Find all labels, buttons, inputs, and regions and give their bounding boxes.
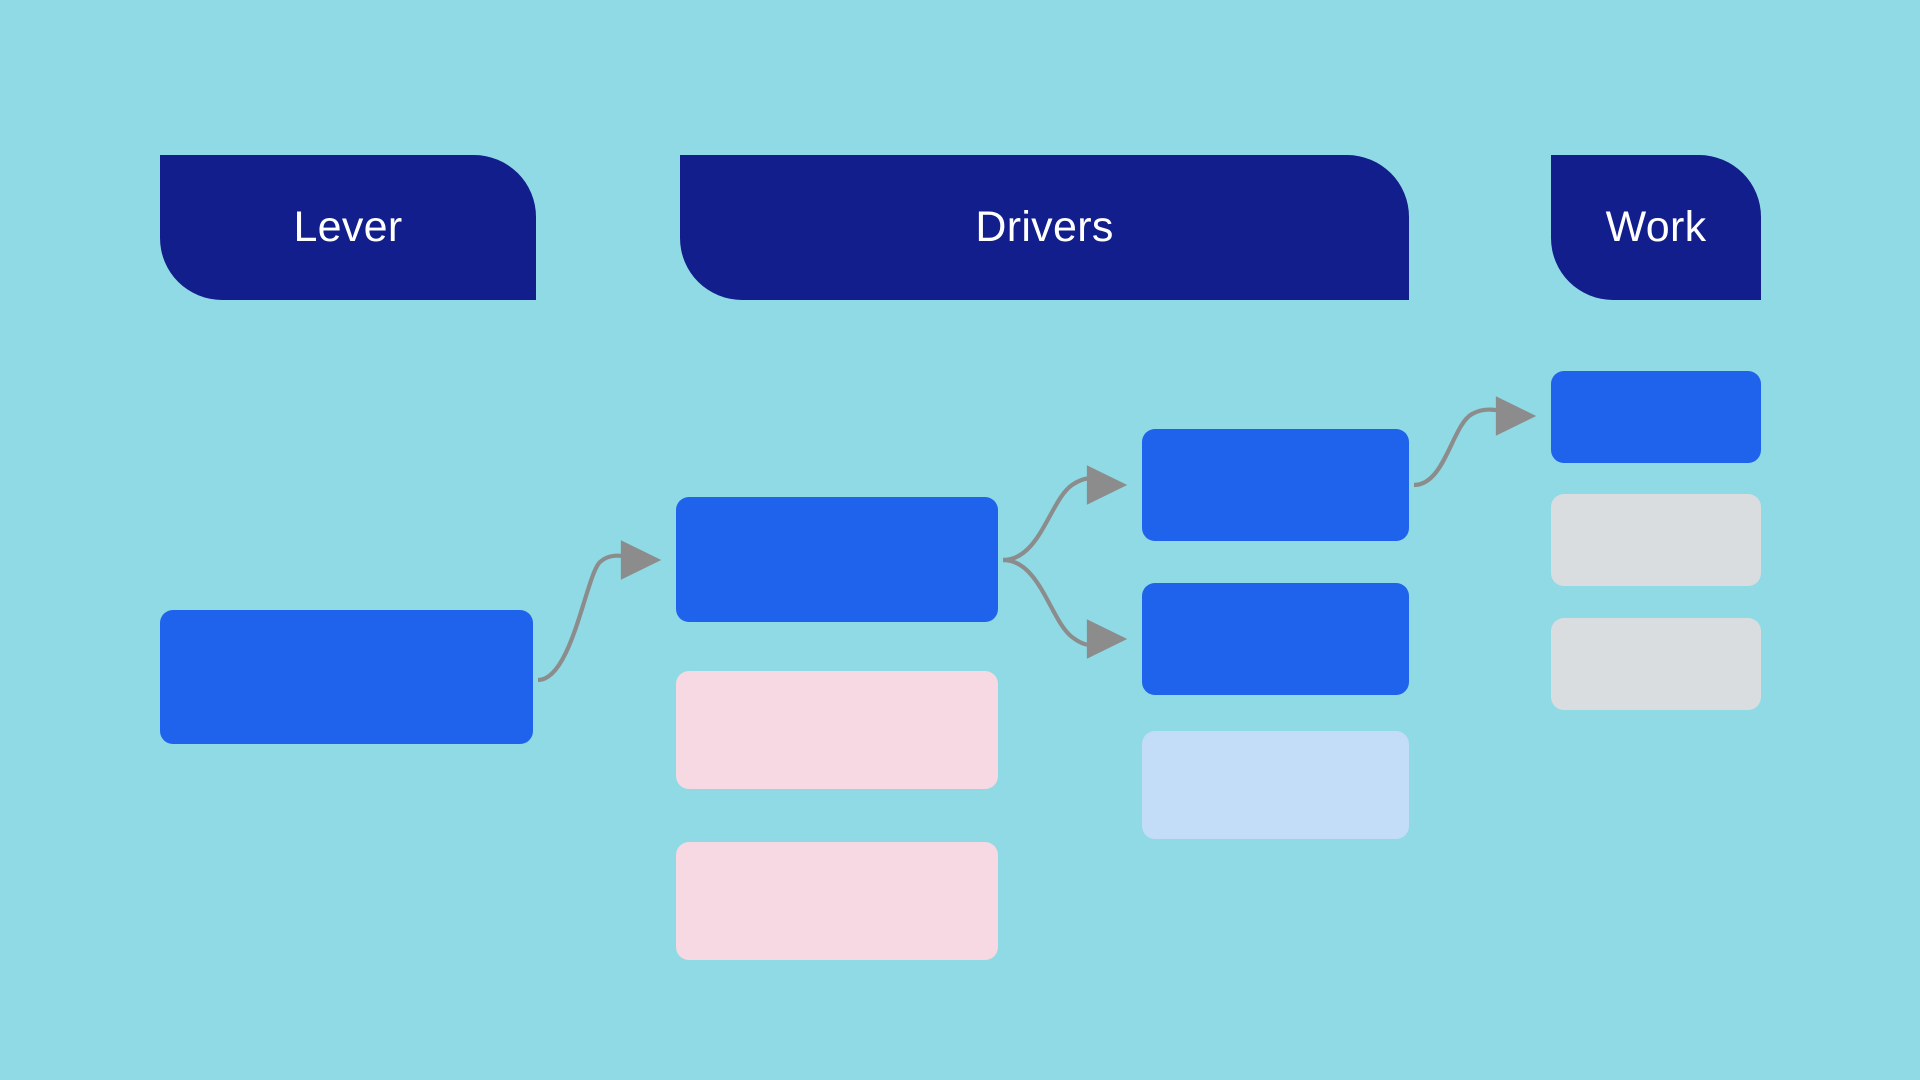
connector-driver1-to-driver4 [1002, 465, 1128, 563]
node-work-1[interactable] [1551, 371, 1761, 463]
node-lever-1[interactable] [160, 610, 533, 744]
column-header-lever[interactable]: Lever [160, 155, 536, 300]
node-work-2[interactable] [1551, 494, 1761, 586]
column-header-drivers[interactable]: Drivers [680, 155, 1409, 300]
connector-driver4-to-work1 [1413, 396, 1537, 488]
node-driver-4[interactable] [1142, 429, 1409, 541]
column-header-work[interactable]: Work [1551, 155, 1761, 300]
connector-lever1-to-driver1 [537, 540, 662, 683]
node-driver-1[interactable] [676, 497, 998, 622]
node-driver-5[interactable] [1142, 583, 1409, 695]
node-driver-6[interactable] [1142, 731, 1409, 839]
column-header-drivers-label: Drivers [975, 203, 1114, 251]
column-header-lever-label: Lever [293, 203, 403, 251]
column-header-work-label: Work [1605, 203, 1707, 251]
node-driver-2[interactable] [676, 671, 998, 789]
node-driver-3[interactable] [676, 842, 998, 960]
connector-driver1-to-driver5 [1002, 557, 1128, 659]
node-work-3[interactable] [1551, 618, 1761, 710]
